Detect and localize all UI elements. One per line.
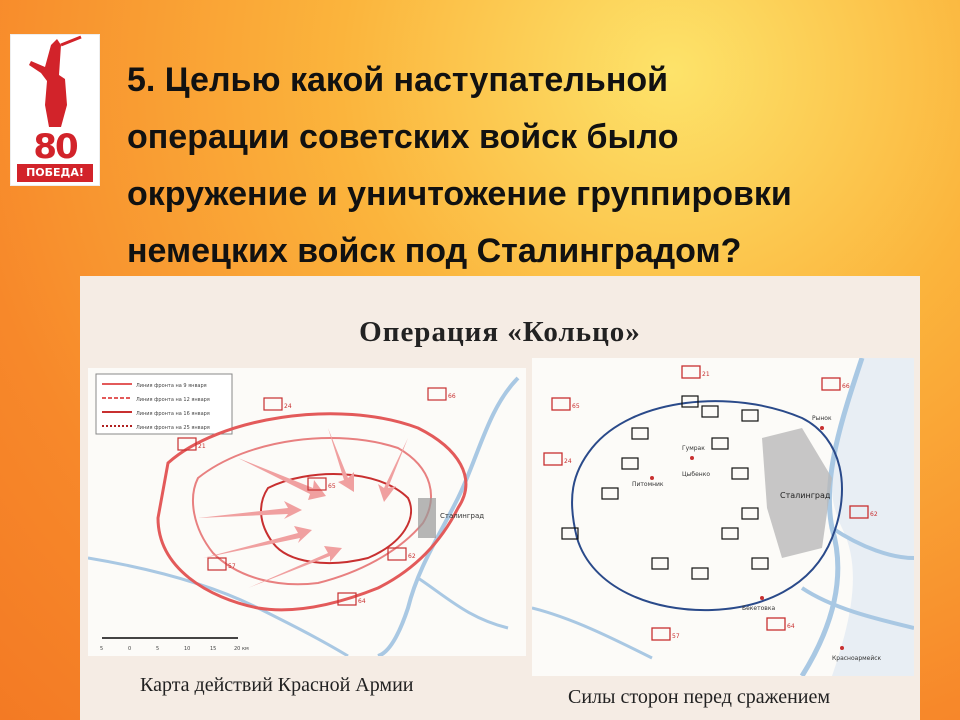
scale-label: 5 <box>100 646 103 652</box>
forces-before-battle-map: Сталинград 21 65 24 66 <box>531 357 915 678</box>
place-label: Рынок <box>812 415 832 422</box>
army-number: 21 <box>702 371 710 378</box>
army-number: 21 <box>198 443 206 450</box>
scale-label: 5 <box>156 646 159 652</box>
place-label: Гумрак <box>682 445 705 452</box>
title-line: 5. Целью какой наступательной <box>127 61 669 99</box>
city-label: Сталинград <box>440 512 484 520</box>
logo-number: 80 <box>33 127 78 167</box>
place-label: Бекетовка <box>742 605 775 612</box>
army-number: 65 <box>328 483 336 490</box>
legend-item: Линия фронта на 12 января <box>136 397 210 403</box>
army-number: 24 <box>284 403 292 410</box>
map-figure: Операция «Кольцо» Линия фронта на 9 янва… <box>80 276 920 720</box>
logo-word: ПОБЕДА! <box>17 164 93 182</box>
legend-item: Линия фронта на 9 января <box>136 383 207 389</box>
army-number: 62 <box>408 553 416 560</box>
right-map-caption: Силы сторон перед сражением <box>568 686 831 708</box>
scale-label: 15 <box>210 646 216 652</box>
legend-item: Линия фронта на 16 января <box>136 411 210 417</box>
place-label: Цыбенко <box>682 471 710 478</box>
scale-label: 0 <box>128 646 131 652</box>
army-number: 62 <box>870 511 878 518</box>
army-number: 65 <box>572 403 580 410</box>
slide-title: 5. Целью какой наступательной операции с… <box>127 52 957 280</box>
army-number: 66 <box>448 393 456 400</box>
motherland-statue-icon <box>29 35 82 127</box>
place-label: Питомник <box>632 481 664 488</box>
red-army-actions-map: Линия фронта на 9 января Линия фронта на… <box>87 368 526 658</box>
title-line: окружение и уничтожение группировки <box>127 175 792 213</box>
army-number: 64 <box>358 598 366 605</box>
army-number: 57 <box>228 563 236 570</box>
scale-label: 10 <box>184 646 190 652</box>
scale-label: 20 км <box>234 646 249 652</box>
army-number: 24 <box>564 458 572 465</box>
title-line: операции советских войск было <box>127 118 679 156</box>
place-label: Красноармейск <box>832 655 882 662</box>
victory-80-logo: 80 ПОБЕДА! <box>10 34 100 186</box>
army-number: 64 <box>787 623 795 630</box>
left-map-caption: Карта действий Красной Армии <box>140 674 414 696</box>
army-number: 66 <box>842 383 850 390</box>
figure-title: Операция «Кольцо» <box>359 316 641 348</box>
legend-item: Линия фронта на 25 января <box>136 425 210 431</box>
title-line: немецких войск под Сталинградом? <box>127 232 742 270</box>
city-label: Сталинград <box>780 491 831 500</box>
army-number: 57 <box>672 633 680 640</box>
